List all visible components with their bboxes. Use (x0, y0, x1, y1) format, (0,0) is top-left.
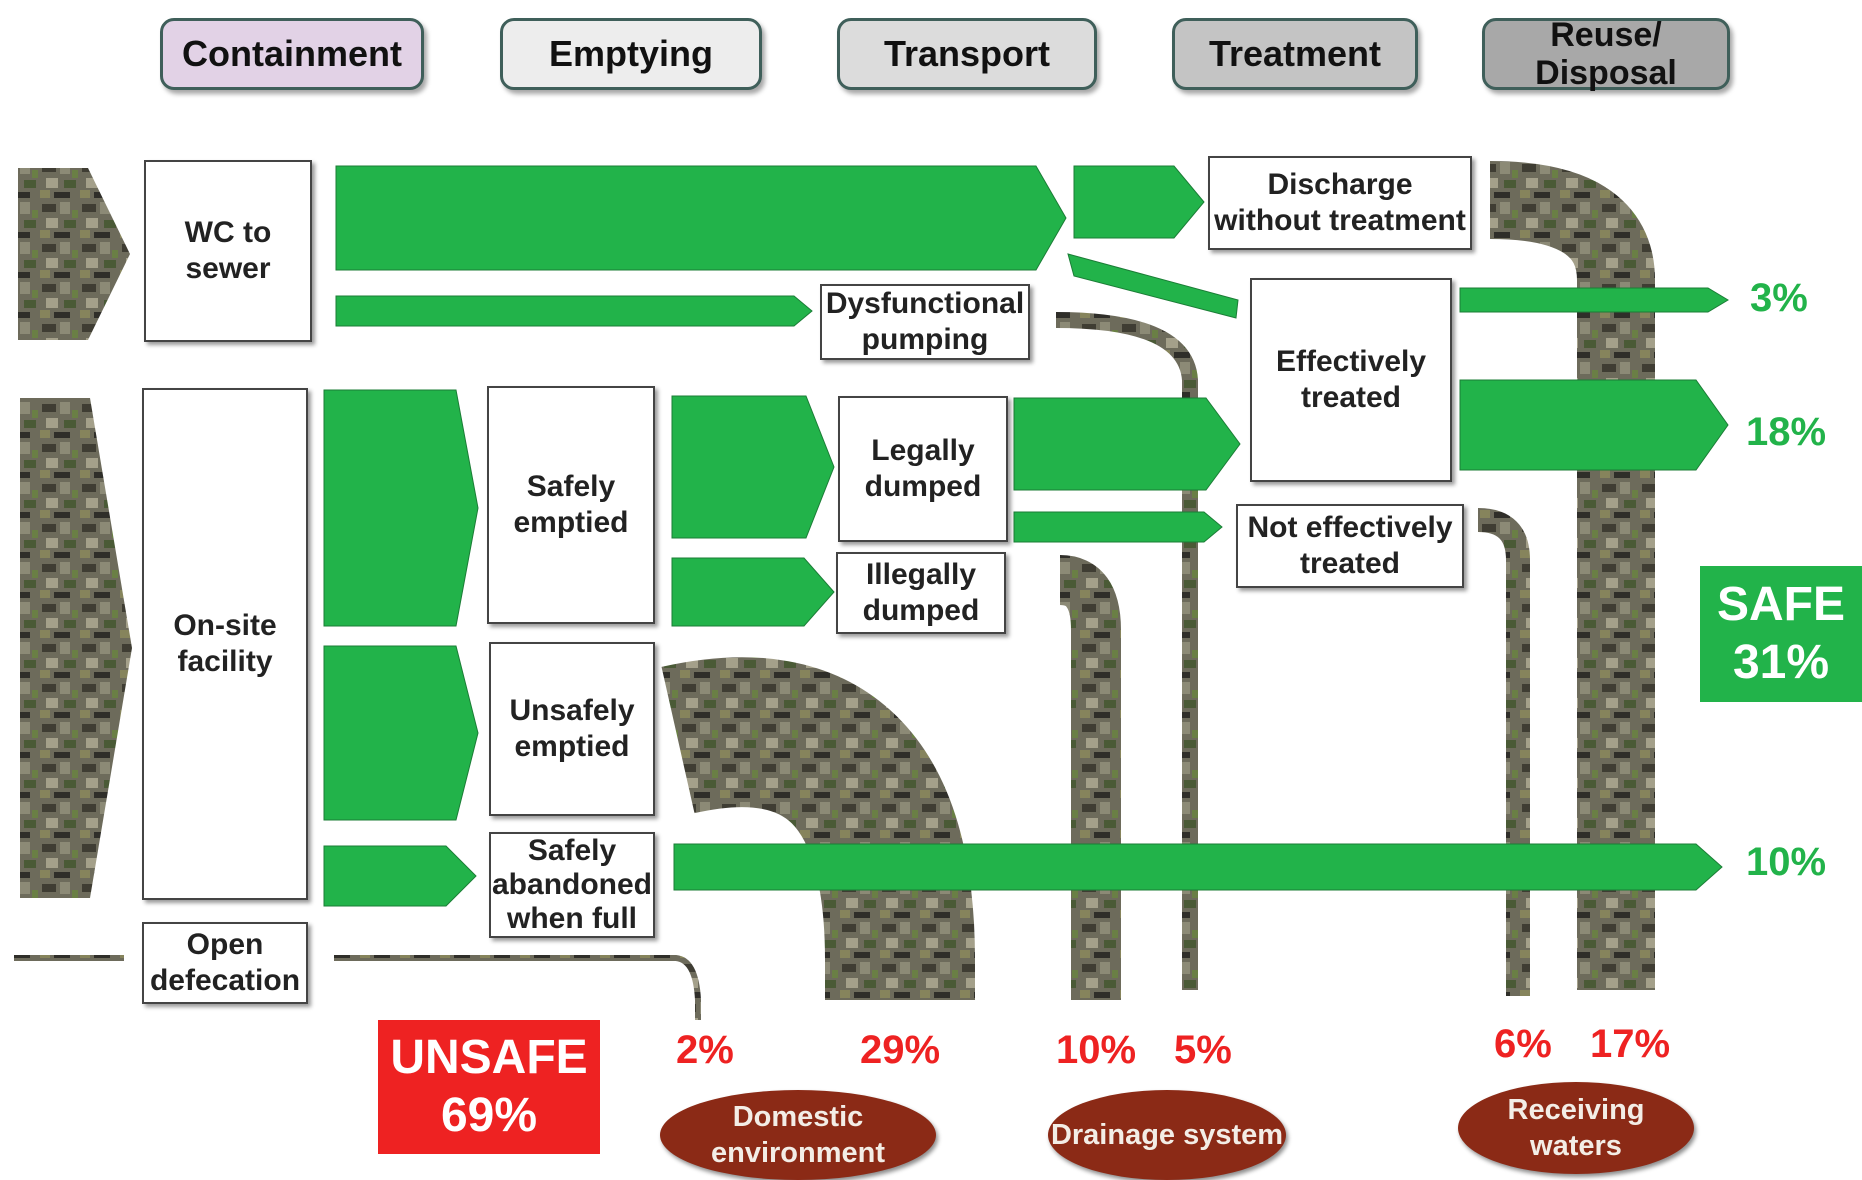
stage-reuse-disposal: Reuse/ Disposal (1482, 16, 1730, 92)
wc-to-sewer-box: WC to sewer (144, 160, 312, 342)
safe-total-tag: SAFE 31% (1700, 566, 1862, 702)
drainage-stream-10 (1058, 555, 1121, 1000)
domestic-environment-stream (661, 657, 975, 1000)
drainage-stream-5 (1055, 312, 1198, 990)
discharge-without-treatment-box: Discharge without treatment (1208, 156, 1472, 250)
illegally-dumped-box: Illegally dumped (836, 552, 1006, 634)
dysfunctional-pumping-box: Dysfunctional pumping (820, 284, 1030, 360)
sewer-inflow-arrow (18, 168, 130, 340)
stage-containment: Containment (160, 18, 424, 90)
unsafe-total-value: 69% (440, 1089, 538, 1142)
unsafe-total-label: UNSAFE (390, 1031, 588, 1084)
sewer-to-dysfunctional-flow (335, 295, 813, 327)
safe-total-label: SAFE (1716, 578, 1845, 631)
unsafe-total-tag: UNSAFE 69% (378, 1020, 600, 1154)
domestic-environment-oval: Domestic environment (660, 1090, 936, 1180)
open-defecation-stream (334, 955, 701, 1020)
not-effectively-treated-box: Not effectively treated (1236, 504, 1464, 588)
receiving-stream-17 (1489, 161, 1655, 990)
safely-emptied-box: Safely emptied (487, 386, 655, 624)
receiving-stream-6 (1477, 508, 1530, 996)
effectively-treated-box: Effectively treated (1250, 278, 1452, 482)
sewer-main-flow (335, 165, 1067, 271)
domestic-env-percent-2: 2% (676, 1028, 734, 1072)
receiving-waters-oval: Receiving waters (1458, 1082, 1694, 1174)
safely-abandoned-box: Safely abandoned when full (489, 832, 655, 938)
sewer-to-discharge-flow (1073, 165, 1205, 239)
stage-treatment: Treatment (1172, 18, 1418, 90)
legal-to-not-treated-flow (1013, 511, 1223, 543)
emptied-to-illegal-flow (671, 557, 835, 627)
legally-dumped-box: Legally dumped (838, 396, 1008, 542)
drainage-system-oval: Drainage system (1048, 1090, 1286, 1180)
drainage-percent-5: 5% (1174, 1028, 1232, 1072)
safe-outcome-3-percent: 3% (1750, 276, 1808, 320)
onsite-to-safely-emptied-flow (323, 389, 479, 627)
sewer-to-treatment-flow (1067, 253, 1239, 319)
onsite-to-unsafely-emptied-flow (323, 645, 479, 821)
safe-outcome-18-percent: 18% (1746, 410, 1827, 454)
open-defecation-box: Open defecation (142, 922, 308, 1004)
treated-outcome-3-flow (1459, 287, 1729, 313)
onsite-inflow-arrow (20, 398, 132, 898)
legal-to-treated-flow (1013, 397, 1241, 491)
emptied-to-legal-flow (671, 395, 835, 539)
onsite-to-abandoned-flow (323, 845, 477, 907)
treated-outcome-18-flow (1459, 379, 1729, 471)
onsite-facility-box: On-site facility (142, 388, 308, 900)
receiving-waters-percent-17: 17% (1590, 1022, 1671, 1066)
safe-outcome-10-percent: 10% (1746, 840, 1827, 884)
domestic-env-percent-29: 29% (860, 1028, 941, 1072)
safe-total-value: 31% (1732, 636, 1830, 689)
drainage-percent-10: 10% (1056, 1028, 1137, 1072)
abandoned-outcome-10-flow (673, 843, 1723, 891)
unsafely-emptied-box: Unsafely emptied (489, 642, 655, 816)
receiving-waters-percent-6: 6% (1494, 1022, 1552, 1066)
stage-transport: Transport (837, 18, 1097, 90)
stage-emptying: Emptying (500, 18, 762, 90)
